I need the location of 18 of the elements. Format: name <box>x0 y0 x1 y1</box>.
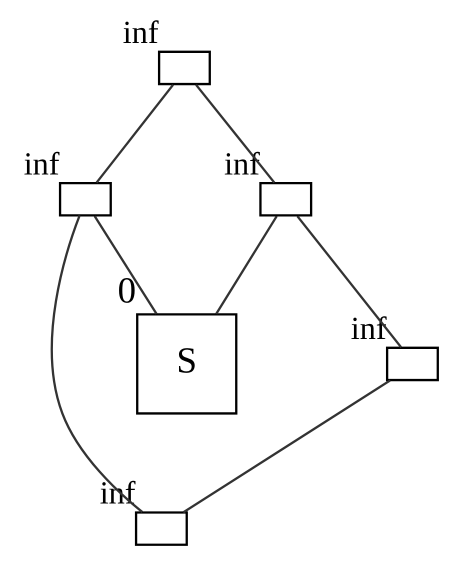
connector <box>214 216 278 315</box>
connector <box>95 84 174 184</box>
node-label: inf <box>350 310 386 346</box>
connector <box>296 216 402 348</box>
node-box <box>157 50 210 86</box>
connector <box>93 216 158 315</box>
node-box: S <box>136 313 237 415</box>
connector <box>194 84 275 184</box>
node-label: inf <box>122 14 158 50</box>
node-box <box>385 346 438 382</box>
connector <box>50 215 143 513</box>
node-box <box>258 182 312 217</box>
node-box <box>58 182 112 217</box>
node-label: inf <box>224 145 260 182</box>
connector <box>182 379 390 514</box>
node-label: inf <box>23 145 60 182</box>
node-box <box>134 511 188 546</box>
node-label: 0 <box>117 269 136 310</box>
